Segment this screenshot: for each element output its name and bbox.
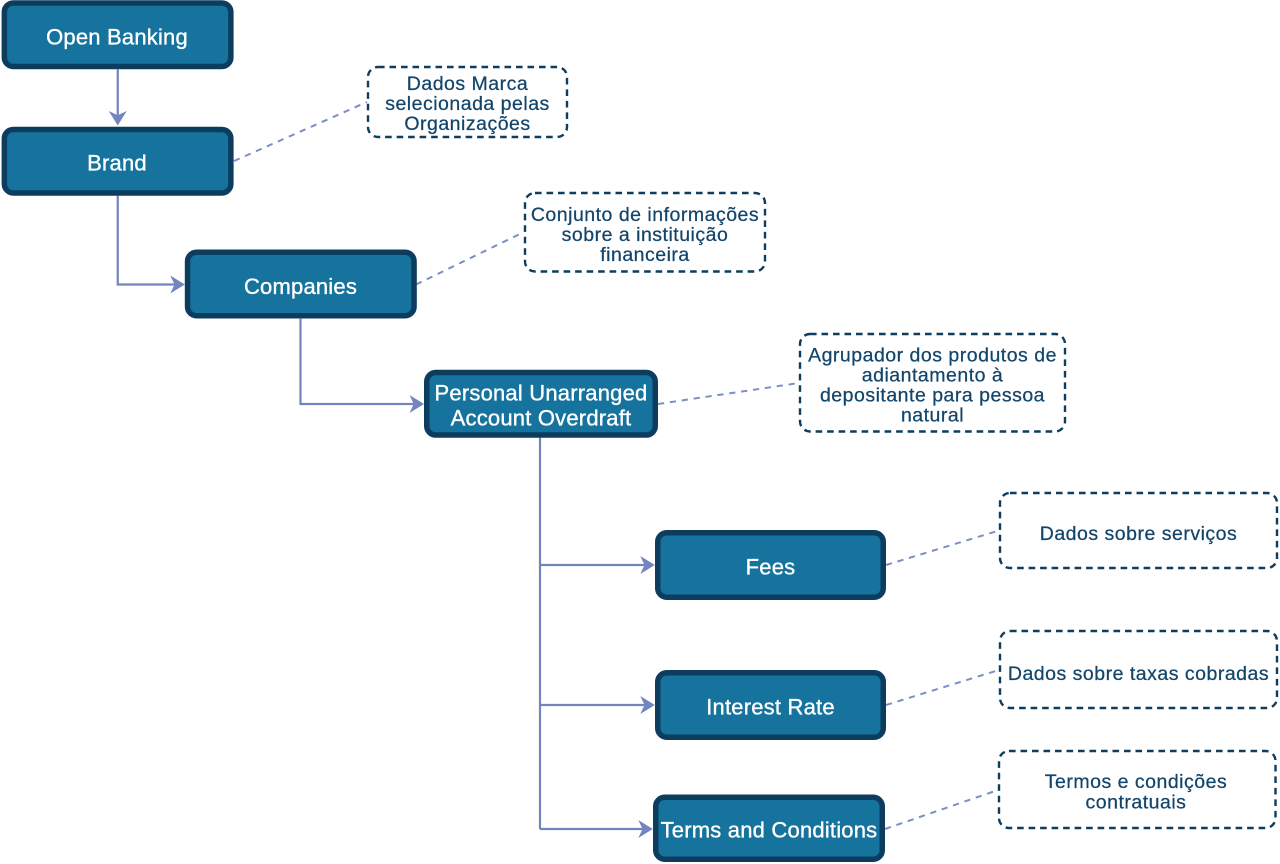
svg-text:selecionada pelas: selecionada pelas: [385, 93, 550, 115]
svg-text:Dados sobre taxas cobradas: Dados sobre taxas cobradas: [1008, 663, 1269, 685]
svg-text:sobre a instituição: sobre a instituição: [562, 224, 729, 246]
svg-text:Agrupador dos produtos de: Agrupador dos produtos de: [808, 345, 1057, 367]
svg-text:Conjunto de informações: Conjunto de informações: [531, 204, 759, 226]
svg-text:depositante para pessoa: depositante para pessoa: [820, 385, 1045, 407]
svg-text:contratuais: contratuais: [1086, 792, 1187, 814]
svg-text:financeira: financeira: [600, 244, 690, 266]
svg-text:Account Overdraft: Account Overdraft: [451, 406, 632, 431]
svg-text:Dados sobre serviços: Dados sobre serviços: [1040, 523, 1238, 545]
svg-text:adiantamento à: adiantamento à: [862, 365, 1003, 387]
svg-text:Brand: Brand: [87, 151, 147, 176]
svg-text:Dados Marca: Dados Marca: [407, 73, 528, 95]
svg-text:Personal Unarranged: Personal Unarranged: [435, 381, 648, 406]
svg-text:natural: natural: [901, 405, 964, 427]
svg-text:Interest Rate: Interest Rate: [706, 695, 835, 720]
svg-text:Companies: Companies: [244, 274, 357, 299]
svg-text:Open Banking: Open Banking: [46, 24, 188, 49]
svg-text:Fees: Fees: [746, 555, 796, 580]
svg-text:Organizações: Organizações: [404, 113, 530, 135]
svg-text:Terms and Conditions: Terms and Conditions: [661, 818, 878, 843]
svg-text:Termos e condições: Termos e condições: [1045, 771, 1227, 793]
